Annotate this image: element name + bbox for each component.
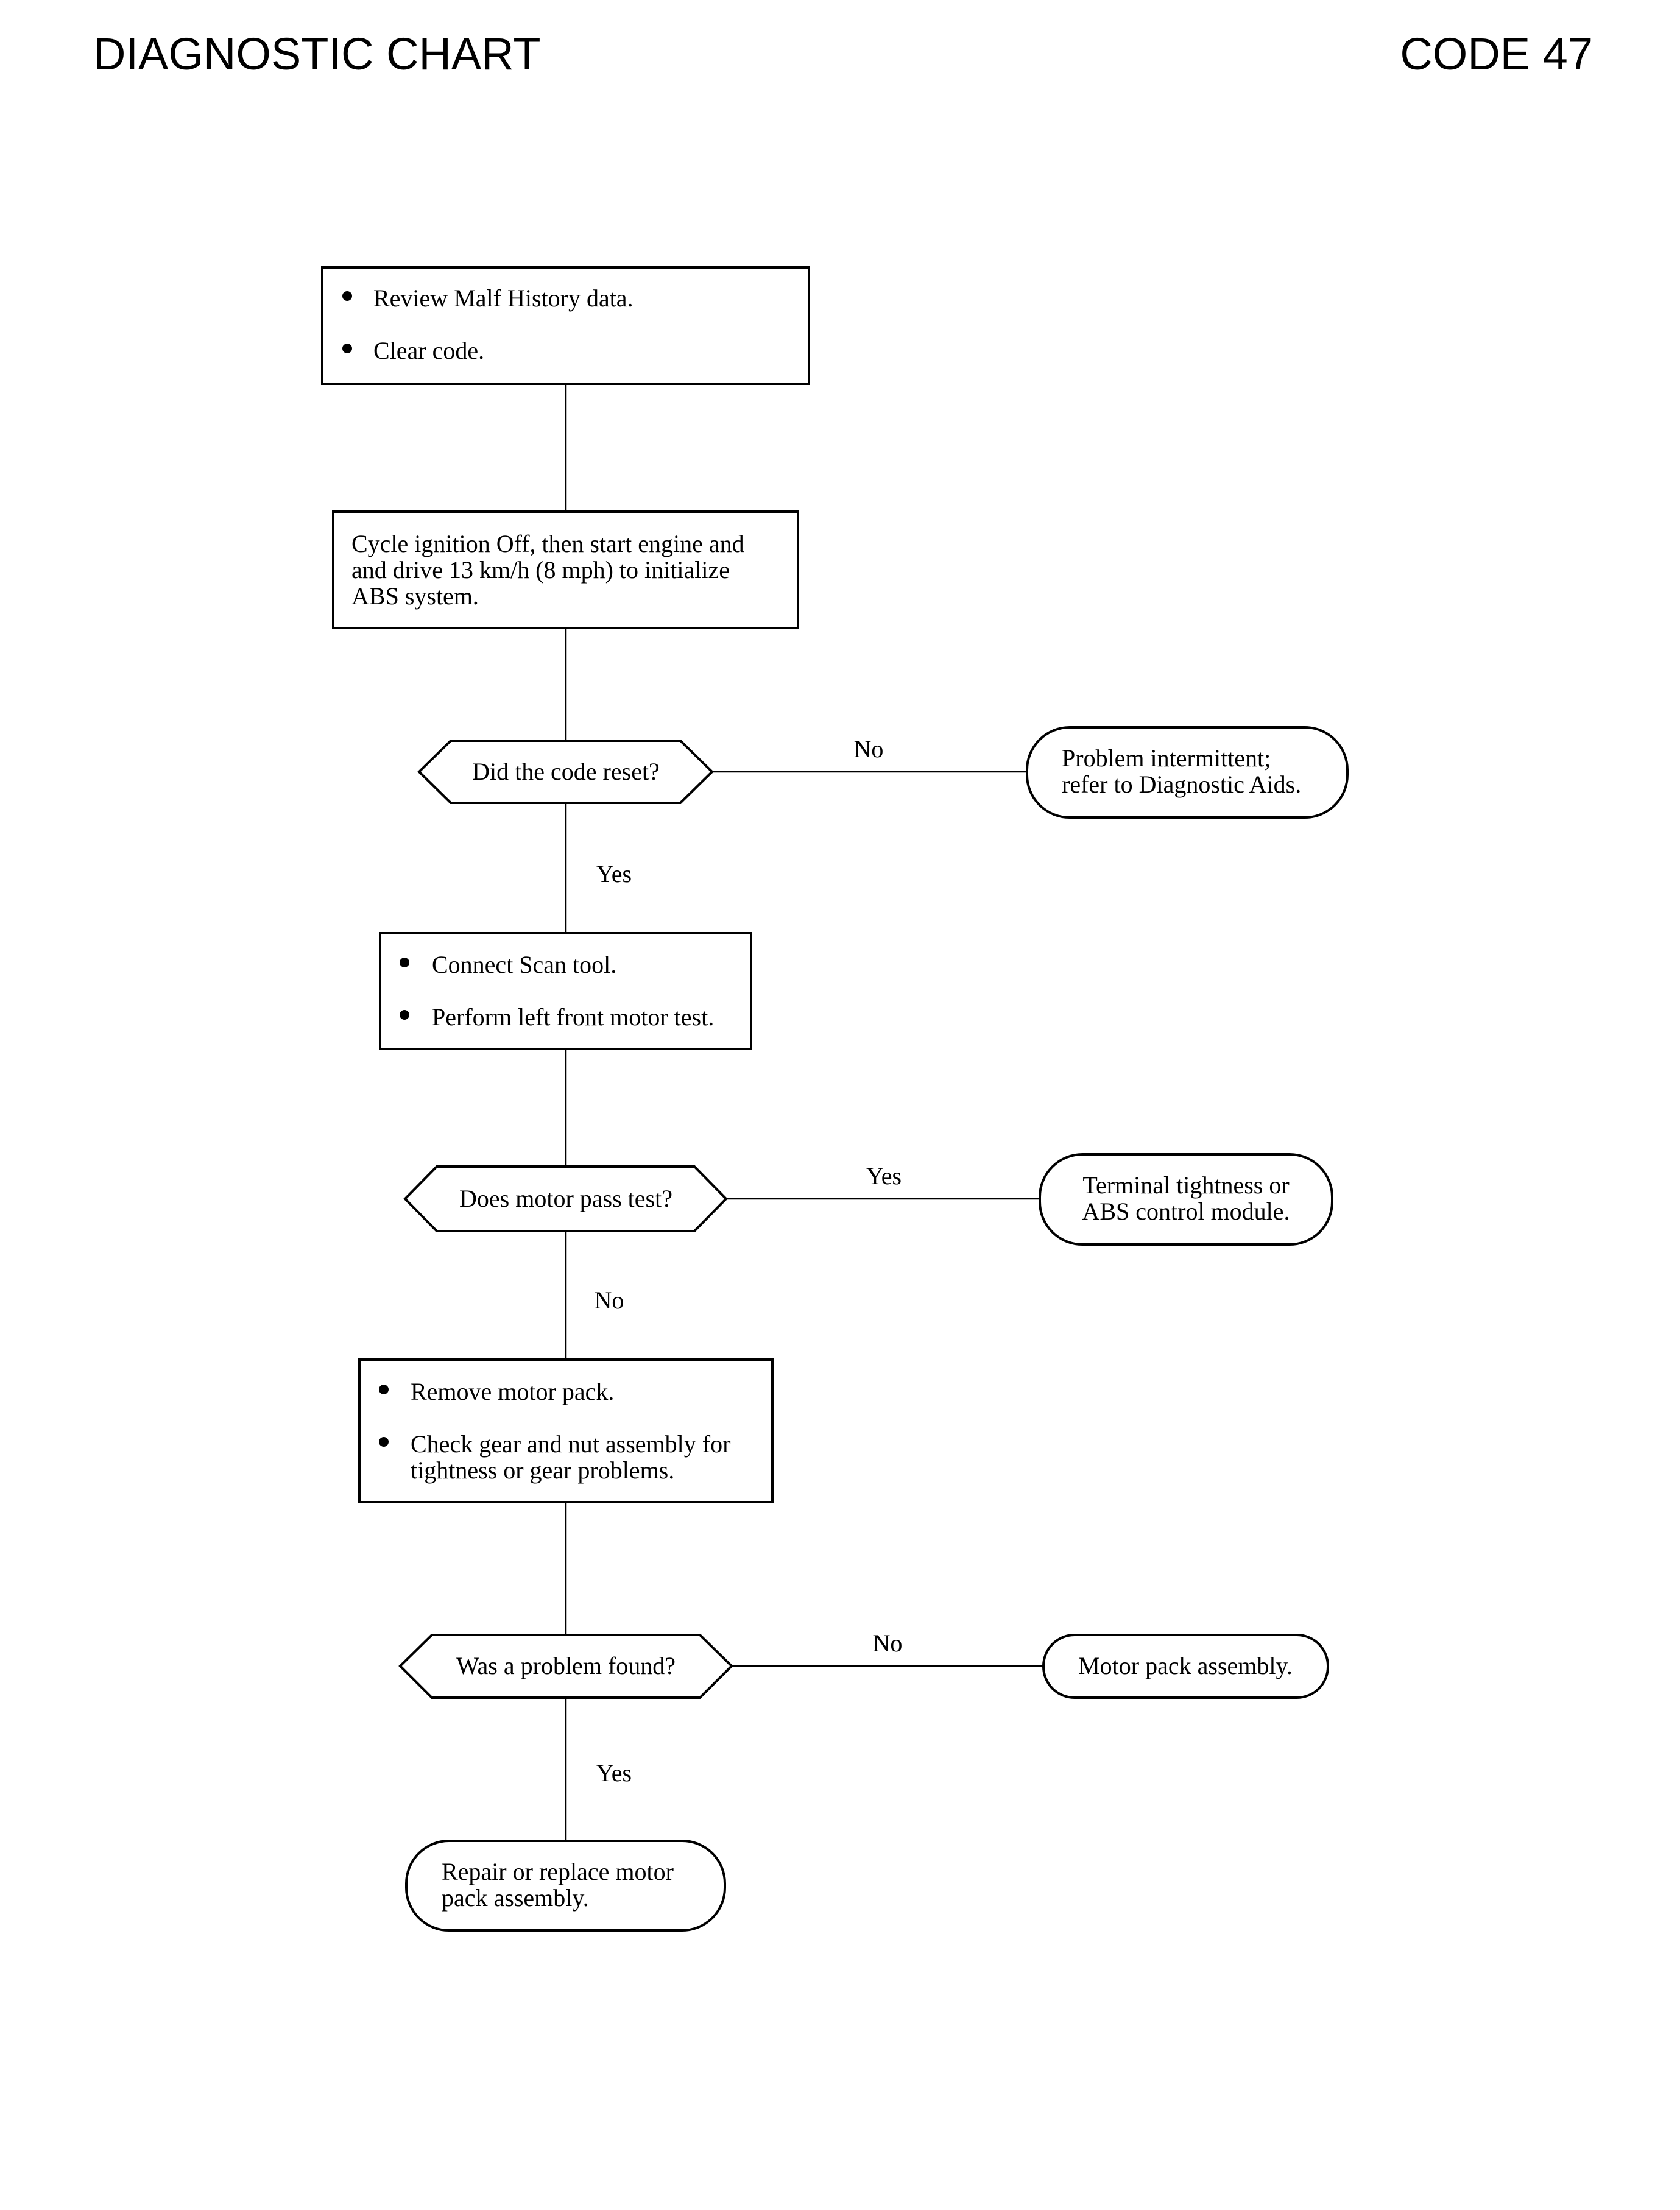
decision1-question: Did the code reset?	[472, 758, 660, 785]
step4-bullet: Check gear and nut assembly for	[411, 1430, 730, 1458]
step4-box: Remove motor pack. Check gear and nut as…	[358, 1358, 774, 1503]
bullet-icon	[342, 291, 352, 301]
step1-bullet: Review Malf History data.	[373, 284, 634, 312]
outcome4-line: Repair or replace motor	[442, 1858, 674, 1885]
outcome4-line: pack assembly.	[442, 1884, 589, 1912]
decision2-yes-label: Yes	[866, 1162, 902, 1190]
outcome2-line: ABS control module.	[1082, 1198, 1290, 1225]
decision1: Did the code reset?	[417, 740, 714, 804]
step4-bullet: Remove motor pack.	[411, 1378, 614, 1405]
decision3-question: Was a problem found?	[456, 1652, 676, 1679]
step1-box: Review Malf History data. Clear code.	[321, 266, 810, 385]
bullet-icon	[379, 1385, 389, 1394]
step4-bullet-cont: tightness or gear problems.	[411, 1456, 674, 1484]
step2-line: and drive 13 km/h (8 mph) to initialize	[351, 556, 730, 584]
decision3-no-label: No	[873, 1629, 903, 1657]
outcome4-terminal: Repair or replace motor pack assembly.	[405, 1840, 726, 1932]
bullet-icon	[379, 1437, 389, 1447]
outcome1-terminal: Problem intermittent; refer to Diagnosti…	[1026, 726, 1349, 819]
chart-code: CODE 47	[1400, 29, 1593, 79]
outcome3-text: Motor pack assembly.	[1078, 1652, 1293, 1679]
step1-bullet: Clear code.	[373, 337, 484, 364]
step3-box: Connect Scan tool. Perform left front mo…	[379, 932, 752, 1050]
bullet-icon	[342, 344, 352, 353]
bullet-icon	[400, 1010, 409, 1020]
outcome1-line: refer to Diagnostic Aids.	[1062, 771, 1301, 798]
step3-bullet: Perform left front motor test.	[432, 1003, 714, 1031]
decision2-question: Does motor pass test?	[459, 1185, 672, 1212]
decision1-no-label: No	[854, 735, 884, 763]
outcome2-line: Terminal tightness or	[1082, 1171, 1289, 1199]
chart-title: DIAGNOSTIC CHART	[93, 29, 541, 79]
connectors	[565, 384, 1043, 1841]
decision2-no-label: No	[595, 1287, 624, 1314]
decision3: Was a problem found?	[398, 1634, 733, 1699]
decision2: Does motor pass test?	[403, 1165, 728, 1232]
step3-bullet: Connect Scan tool.	[432, 951, 616, 978]
bullet-icon	[400, 958, 409, 967]
outcome2-terminal: Terminal tightness or ABS control module…	[1039, 1153, 1333, 1246]
outcome3-terminal: Motor pack assembly.	[1042, 1634, 1329, 1699]
decision3-yes-label: Yes	[596, 1759, 632, 1787]
step2-line: Cycle ignition Off, then start engine an…	[351, 530, 744, 557]
step2-line: ABS system.	[351, 582, 479, 610]
step2-box: Cycle ignition Off, then start engine an…	[332, 510, 799, 629]
outcome1-line: Problem intermittent;	[1062, 744, 1271, 772]
decision1-yes-label: Yes	[596, 860, 632, 888]
